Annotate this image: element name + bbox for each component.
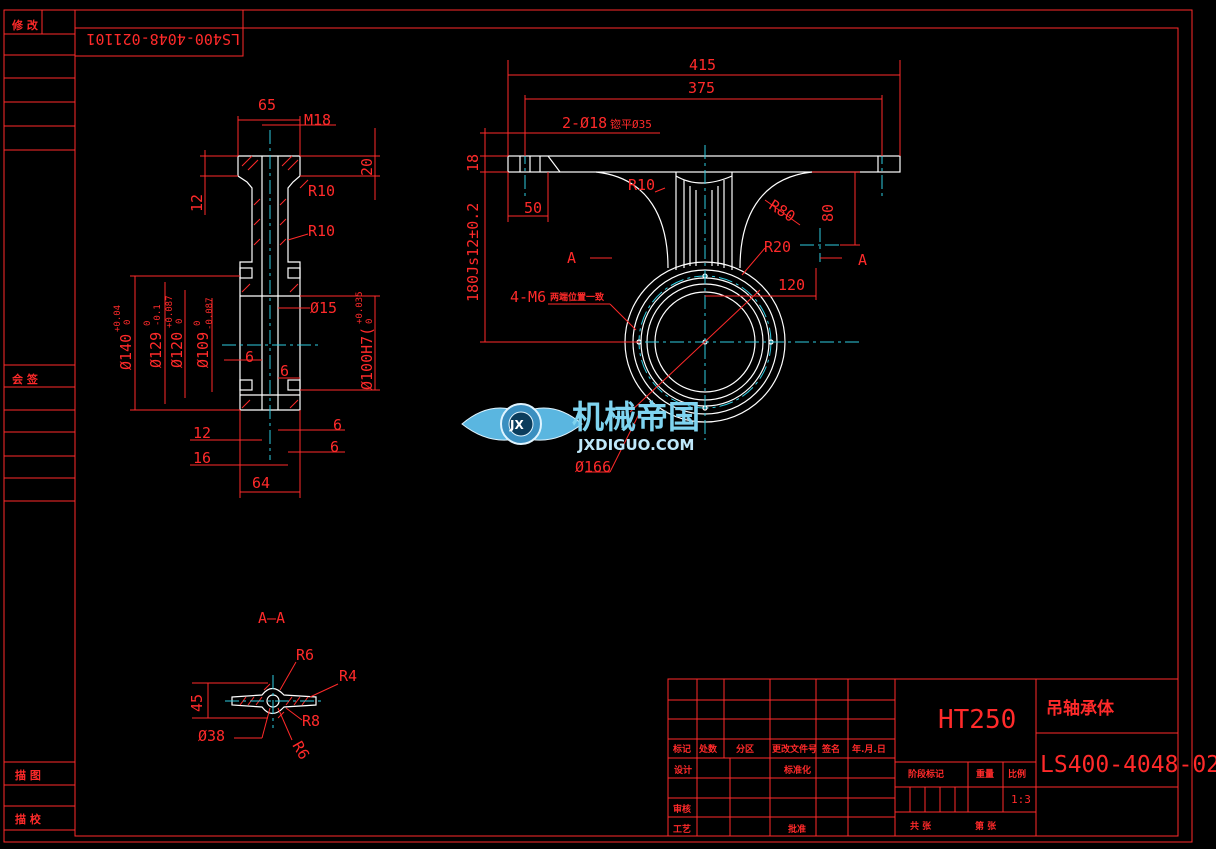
sidebar-top-label: 修 改 — [11, 18, 39, 32]
side-dim-6-a: 6 — [245, 348, 254, 366]
front-dim-d166: Ø166 — [575, 458, 611, 476]
side-dia-120: Ø120 — [168, 332, 186, 368]
side-dim-r10-b: R10 — [308, 222, 335, 240]
front-dim-415: 415 — [689, 56, 716, 74]
title-row-label-zone: 分区 — [736, 743, 754, 755]
tol-100-upper: +0.035 — [355, 291, 365, 324]
section-dim-d38: Ø38 — [198, 727, 225, 745]
front-dim-80: 80 — [819, 204, 837, 222]
title-review: 审核 — [673, 803, 691, 815]
section-dim-r6-a: R6 — [296, 646, 314, 664]
side-dim-12: 12 — [193, 424, 211, 442]
section-title: A—A — [258, 609, 285, 627]
front-dim-r20: R20 — [764, 238, 791, 256]
front-dim-50: 50 — [524, 199, 542, 217]
title-row-label-count: 处数 — [698, 743, 718, 755]
side-dim-d15: Ø15 — [310, 299, 337, 317]
title-block — [667, 678, 1179, 837]
title-process: 工艺 — [673, 823, 691, 835]
title-approve: 批准 — [788, 823, 806, 835]
front-thread-label: 4-M6 — [510, 288, 546, 306]
front-thread-note: 两端位置一致 — [550, 291, 605, 303]
side-dia-129: Ø129 — [147, 332, 165, 368]
section-dim-r4: R4 — [339, 667, 357, 685]
title-row-label-change: 更改文件号 — [772, 743, 817, 755]
title-total-sheets: 共 张 — [910, 820, 932, 832]
section-dim-r8: R8 — [302, 712, 320, 730]
title-sheet-number: 第 张 — [975, 820, 997, 832]
front-dim-r10: R10 — [628, 176, 655, 194]
title-scale-label: 比例 — [1008, 768, 1026, 780]
side-dim-12-top: 12 — [188, 194, 206, 212]
side-dim-16: 16 — [193, 449, 211, 467]
side-dia-140: Ø140 — [117, 334, 135, 370]
title-stage-mark: 阶段标记 — [908, 768, 944, 780]
section-dim-r6-b: R6 — [289, 738, 314, 763]
front-view — [480, 60, 901, 473]
sidebar-mid-label: 会 签 — [12, 372, 39, 386]
side-dia-100: Ø100H7( — [358, 327, 376, 390]
front-dim-120: 120 — [778, 276, 805, 294]
front-dim-180js12: 180Js12±0.2 — [464, 203, 482, 302]
front-holes-label: 2-Ø18 — [562, 114, 607, 132]
tol-120-upper: +0.087 — [165, 295, 175, 328]
watermark-logo — [461, 403, 583, 445]
side-dim-m18: M18 — [304, 111, 331, 129]
section-mark-right: A — [858, 251, 867, 269]
tol-129-upper: 0 — [143, 321, 153, 326]
title-part-name: 吊轴承体 — [1046, 698, 1115, 719]
section-dim-45: 45 — [188, 694, 206, 712]
title-row-label-mark: 标记 — [672, 743, 691, 755]
tol-109-upper: 0 — [193, 321, 203, 326]
tol-100-lower: 0 — [365, 319, 375, 324]
watermark-emblem: JX — [509, 418, 524, 432]
title-material: HT250 — [938, 705, 1016, 735]
side-dim-6-d: 6 — [330, 438, 339, 456]
title-drawing-number: LS400-4048-021101 — [1040, 752, 1216, 778]
side-dim-20: 20 — [358, 158, 376, 176]
title-scale: 1:3 — [1011, 793, 1031, 806]
tol-140-upper: +0.04 — [113, 305, 123, 332]
section-mark-left: A — [567, 249, 576, 267]
tol-129-lower: -0.1 — [153, 304, 163, 326]
watermark-url: JXDIGUO.COM — [577, 436, 694, 454]
title-row-label-sign: 签名 — [821, 743, 840, 755]
title-weight-label: 重量 — [976, 768, 994, 780]
side-dia-109: Ø109 — [194, 332, 212, 368]
title-standardize: 标准化 — [783, 764, 811, 776]
tol-140-lower: 0 — [123, 320, 133, 325]
title-row-label-date: 年.月.日 — [852, 743, 886, 755]
side-dim-64: 64 — [252, 474, 270, 492]
front-dim-r80: R80 — [766, 196, 799, 226]
side-dim-65: 65 — [258, 96, 276, 114]
section-view — [192, 661, 339, 741]
side-dim-6-b: 6 — [280, 362, 289, 380]
front-dim-375: 375 — [688, 79, 715, 97]
tol-120-lower: 0 — [175, 319, 185, 324]
front-holes-note: 锪平Ø35 — [610, 118, 652, 131]
title-design: 设计 — [674, 764, 692, 776]
tol-109-lower: -0.087 — [205, 297, 215, 330]
drawing-frame — [3, 9, 1193, 843]
sidebar-bottom-label-1: 描 图 — [15, 768, 41, 782]
sidebar-bottom-label-2: 描 校 — [15, 812, 42, 826]
watermark-brand: 机械帝国 — [572, 398, 700, 436]
side-dim-r10-a: R10 — [308, 182, 335, 200]
side-dim-6-c: 6 — [333, 416, 342, 434]
side-view — [130, 116, 380, 498]
mirror-drawing-number: LS400-4048-021101 — [86, 30, 240, 48]
front-dim-18: 18 — [464, 154, 482, 172]
